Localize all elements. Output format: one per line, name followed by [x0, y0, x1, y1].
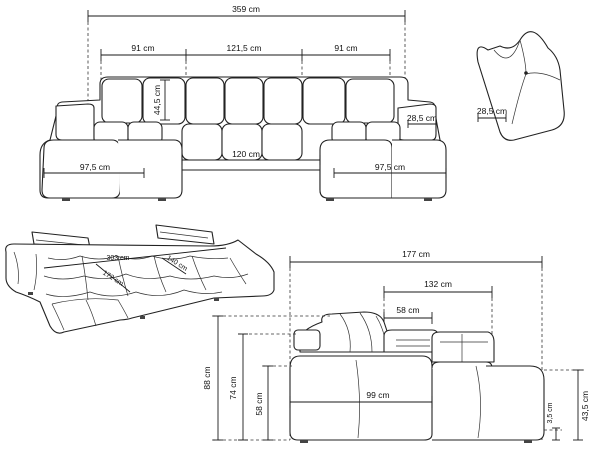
label-side-seat: 58 cm: [396, 305, 419, 315]
label-height-chaise: 43,5 cm: [580, 391, 590, 421]
foot: [326, 198, 334, 201]
label-back-middle: 121,5 cm: [227, 43, 262, 53]
label-back-right: 91 cm: [334, 43, 357, 53]
dimension-side-seat: 58 cm: [383, 305, 433, 324]
dimension-leg-height: 3,5 cm: [547, 402, 560, 441]
label-height-seat: 58 cm: [254, 392, 264, 415]
left-armrest: [55, 103, 95, 141]
left-chaise-side: [118, 139, 183, 199]
dimension-height-back: 74 cm: [228, 333, 248, 441]
bed-view: 303 cm 172 cm 140 cm: [5, 224, 275, 334]
label-chaise-depth: 99 cm: [366, 390, 389, 400]
side-base-front: [289, 355, 433, 441]
side-chaise-end: [432, 365, 545, 441]
label-height-total: 88 cm: [202, 366, 212, 389]
dimension-height-chaise: 43,5 cm: [573, 369, 590, 441]
side-seat-rear: [431, 331, 495, 363]
label-side-upper: 132 cm: [424, 279, 452, 289]
foot: [140, 316, 145, 319]
foot: [62, 198, 70, 201]
back-cushion-body: [476, 31, 565, 141]
foot: [158, 198, 166, 201]
foot: [524, 440, 532, 443]
label-armrest-width: 28,5 cm: [407, 113, 437, 123]
foot: [28, 292, 33, 295]
dimension-chaise-left: 97,5 cm: [43, 162, 145, 178]
label-leg-height: 3,5 cm: [547, 402, 554, 423]
label-bed-length: 303 cm: [107, 255, 130, 262]
dimension-height-seat: 58 cm: [254, 365, 273, 441]
dimension-chaise-right: 97,5 cm: [333, 162, 447, 178]
label-height-back: 74 cm: [228, 376, 238, 399]
label-back-left: 91 cm: [131, 43, 154, 53]
dimension-chaise-depth: 99 cm: [289, 390, 433, 408]
dimension-armrest-width: 28,5 cm: [407, 113, 437, 128]
label-side-total-depth: 177 cm: [402, 249, 430, 259]
dimension-bed-length: 303 cm: [43, 247, 227, 269]
side-seat-back: [383, 329, 439, 353]
label-total-width: 359 cm: [232, 4, 260, 14]
dimension-middle-gap: 120 cm: [181, 149, 321, 165]
label-back-height: 44,5 cm: [152, 85, 162, 115]
dimension-total-width: 359 cm: [87, 4, 406, 105]
bed-outline: [5, 239, 275, 334]
dimension-height-total: 88 cm: [202, 315, 223, 441]
dimension-back-height: 44,5 cm: [152, 79, 170, 121]
right-chaise-side: [319, 139, 393, 199]
foot: [300, 440, 308, 443]
foot: [424, 198, 432, 201]
side-armrest: [293, 329, 321, 351]
side-view: 177 cm 132 cm 58 cm: [202, 249, 590, 443]
front-view: 359 cm 91 cm 121,5 cm 91 cm: [39, 4, 447, 201]
back-cushions: [101, 77, 395, 125]
back-cushion-detail: 28,5 cm: [476, 31, 565, 141]
label-middle-gap: 120 cm: [232, 149, 260, 159]
tuft-button: [524, 71, 528, 75]
label-chaise-right: 97,5 cm: [375, 162, 405, 172]
foot: [214, 298, 219, 301]
dimension-back-sections: 91 cm 121,5 cm 91 cm: [100, 43, 391, 80]
label-back-cushion-depth: 28,5 cm: [477, 106, 507, 116]
seat-cushions: [93, 121, 401, 161]
label-chaise-left: 97,5 cm: [80, 162, 110, 172]
headrest-right: [155, 224, 215, 245]
